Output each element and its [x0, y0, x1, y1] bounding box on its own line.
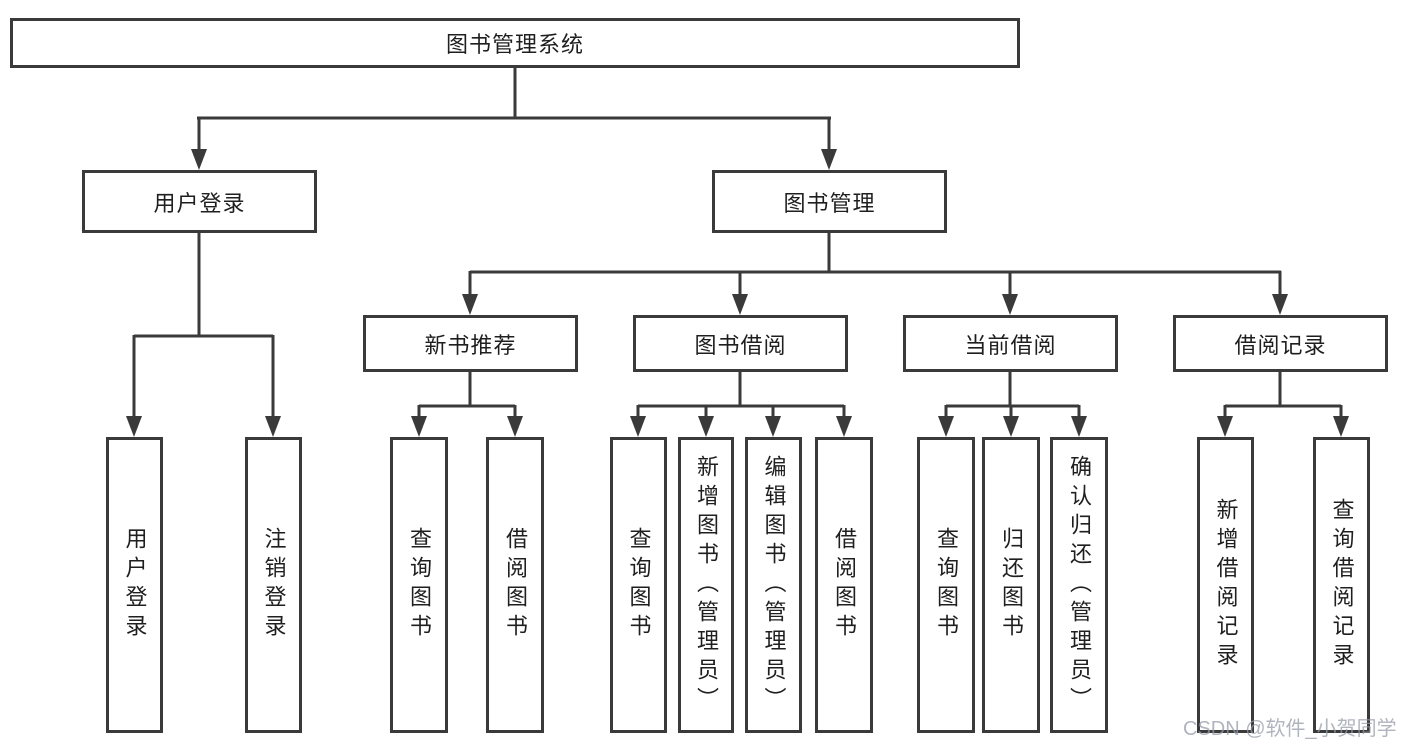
leaf-borrow-books: 借阅图书	[815, 437, 873, 733]
leaf-logout: 注销登录	[245, 437, 302, 733]
leaf-add-borrow-record: 新增借阅记录	[1197, 437, 1254, 733]
node-book-management: 图书管理	[712, 170, 947, 233]
node-user-login: 用户登录	[82, 170, 317, 233]
connector-newbook-to-leaves	[411, 372, 523, 437]
node-new-book-recommend: 新书推荐	[363, 315, 578, 372]
node-book-borrow: 图书借阅	[633, 315, 848, 372]
leaf-add-books-admin: 新增图书（管理员）	[678, 437, 734, 733]
connector-userlogin-to-leaves	[126, 233, 281, 437]
leaf-confirm-return-admin: 确认归还（管理员）	[1050, 437, 1108, 733]
leaf-query-books-recommend: 查询图书	[390, 437, 448, 733]
connector-bookborrow-to-leaves	[630, 372, 852, 437]
leaf-user-login: 用户登录	[106, 437, 163, 733]
connector-root-to-level2	[191, 68, 837, 170]
node-borrow-record: 借阅记录	[1173, 315, 1388, 372]
node-root-library-system: 图书管理系统	[10, 18, 1020, 68]
csdn-watermark: CSDN @软件_小贺同学	[1183, 718, 1397, 740]
leaf-edit-books-admin: 编辑图书（管理员）	[745, 437, 802, 733]
leaf-query-books-borrow: 查询图书	[610, 437, 667, 733]
leaf-query-borrow-record: 查询借阅记录	[1313, 437, 1370, 733]
leaf-query-books-current: 查询图书	[917, 437, 975, 733]
node-current-borrow: 当前借阅	[903, 315, 1118, 372]
connector-bookmgmt-to-level3	[462, 233, 1288, 315]
connector-borrowrecord-to-leaves	[1217, 372, 1349, 437]
leaf-borrow-books-recommend: 借阅图书	[486, 437, 544, 733]
connector-currentborrow-to-leaves	[938, 372, 1087, 437]
leaf-return-books: 归还图书	[982, 437, 1040, 733]
